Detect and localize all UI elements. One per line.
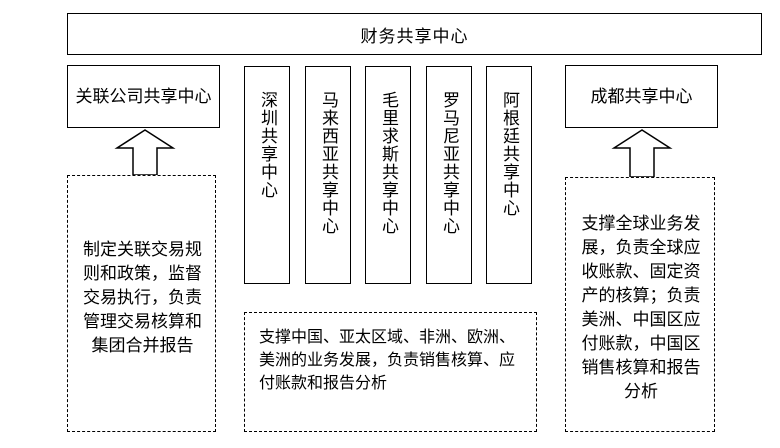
node-affiliate-shared-center: 关联公司共享中心 xyxy=(67,65,220,128)
top-node-finance-shared-center: 财务共享中心 xyxy=(67,13,762,55)
chengdu-description-text: 支撑全球业务发展，负责全球应收账款、固定资产的核算；负责美洲、中国区应付账款，中… xyxy=(581,214,701,402)
affiliate-description-text: 制定关联交易规则和政策，监督交易执行，负责管理交易核算和集团合并报告 xyxy=(83,240,202,356)
affiliate-description-box: 制定关联交易规则和政策，监督交易执行，负责管理交易核算和集团合并报告 xyxy=(67,175,216,432)
node-affiliate-label: 关联公司共享中心 xyxy=(75,86,212,107)
node-mauritius-label: 毛里求斯共享中心 xyxy=(378,91,398,235)
node-mauritius-shared-center: 毛里求斯共享中心 xyxy=(365,66,411,284)
node-romania-label: 罗马尼亚共享中心 xyxy=(439,91,459,235)
node-shenzhen-label: 深圳共享中心 xyxy=(257,91,277,199)
regional-centers-description-box: 支撑中国、亚太区域、非洲、欧洲、美洲的业务发展，负责销售核算、应付账款和报告分析 xyxy=(244,312,537,432)
top-node-label: 财务共享中心 xyxy=(360,26,469,47)
node-malaysia-shared-center: 马来西亚共享中心 xyxy=(305,66,351,284)
node-argentina-label: 阿根廷共享中心 xyxy=(499,91,519,217)
node-chengdu-shared-center: 成都共享中心 xyxy=(565,65,718,128)
node-argentina-shared-center: 阿根廷共享中心 xyxy=(486,66,532,284)
node-shenzhen-shared-center: 深圳共享中心 xyxy=(244,66,290,284)
regional-centers-description-text: 支撑中国、亚太区域、非洲、欧洲、美洲的业务发展，负责销售核算、应付账款和报告分析 xyxy=(259,327,516,392)
node-malaysia-label: 马来西亚共享中心 xyxy=(318,91,338,235)
right-up-arrow-icon xyxy=(611,129,673,178)
node-chengdu-label: 成都共享中心 xyxy=(590,86,693,107)
chengdu-description-box: 支撑全球业务发展，负责全球应收账款、固定资产的核算；负责美洲、中国区应付账款，中… xyxy=(565,177,715,432)
left-up-arrow-icon xyxy=(114,129,176,176)
node-romania-shared-center: 罗马尼亚共享中心 xyxy=(426,66,472,284)
